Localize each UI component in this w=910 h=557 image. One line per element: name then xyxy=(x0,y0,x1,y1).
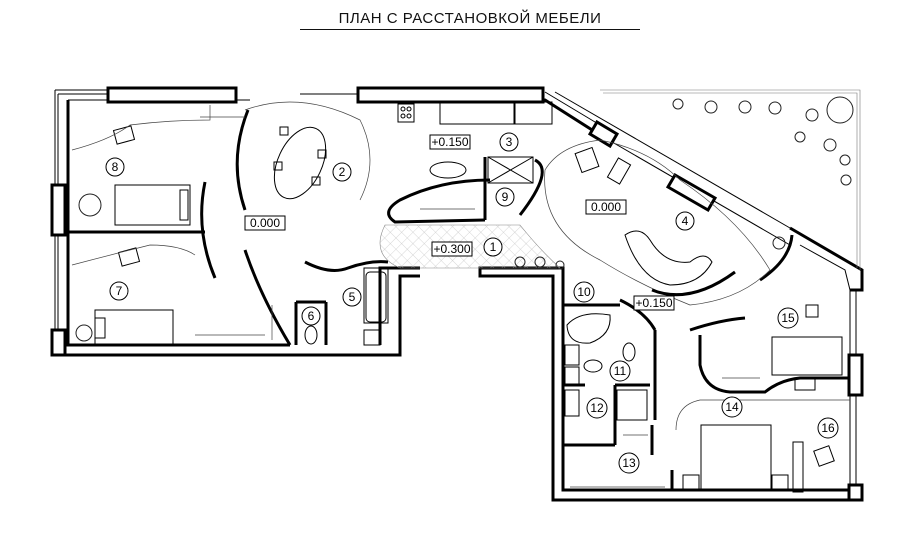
svg-text:7: 7 xyxy=(116,284,123,298)
svg-text:2: 2 xyxy=(339,165,346,179)
level-marker-bath: +0.150 xyxy=(633,295,675,311)
level-marker-living: 0.000 xyxy=(585,199,627,215)
room-label-13: 13 xyxy=(618,452,640,474)
svg-text:15: 15 xyxy=(781,311,795,325)
room-label-12: 12 xyxy=(586,397,608,419)
svg-text:11: 11 xyxy=(614,364,627,378)
level-markers: +0.150 0.000 +0.300 0.000 +0.150 xyxy=(244,134,675,311)
room-label-16: 16 xyxy=(817,417,839,439)
room-label-1: 1 xyxy=(483,237,503,257)
svg-text:9: 9 xyxy=(502,190,509,204)
windows xyxy=(50,86,864,502)
room-label-9: 9 xyxy=(495,187,515,207)
room-label-11: 11 xyxy=(609,360,631,382)
svg-text:5: 5 xyxy=(349,290,356,304)
svg-text:+0.150: +0.150 xyxy=(635,296,672,310)
plan-title: ПЛАН С РАССТАНОВКОЙ МЕБЕЛИ xyxy=(300,10,640,30)
svg-text:6: 6 xyxy=(308,309,315,323)
room-label-7: 7 xyxy=(109,281,129,301)
svg-text:4: 4 xyxy=(682,214,689,228)
room-label-2: 2 xyxy=(332,162,352,182)
svg-text:0.000: 0.000 xyxy=(250,216,280,230)
furniture xyxy=(71,101,850,491)
svg-text:12: 12 xyxy=(590,401,604,415)
svg-text:10: 10 xyxy=(577,285,591,299)
level-marker-entrance: +0.300 xyxy=(431,241,473,257)
svg-text:+0.300: +0.300 xyxy=(433,242,470,256)
svg-text:16: 16 xyxy=(821,421,835,435)
room-label-15: 15 xyxy=(777,307,799,329)
room-label-14: 14 xyxy=(721,396,743,418)
svg-text:+0.150: +0.150 xyxy=(431,135,468,149)
room-label-8: 8 xyxy=(105,157,125,177)
level-marker-kitchen: +0.150 xyxy=(429,134,471,150)
room-label-3: 3 xyxy=(499,132,519,152)
svg-text:8: 8 xyxy=(112,160,119,174)
exterior-walls xyxy=(54,89,864,502)
room-label-6: 6 xyxy=(301,306,321,326)
level-marker-hall: 0.000 xyxy=(244,215,286,231)
plants xyxy=(75,96,854,342)
svg-text:14: 14 xyxy=(725,400,739,414)
svg-text:0.000: 0.000 xyxy=(591,200,621,214)
svg-text:3: 3 xyxy=(506,135,513,149)
interior-walls xyxy=(68,109,850,493)
svg-text:13: 13 xyxy=(622,456,636,470)
room-label-4: 4 xyxy=(675,211,695,231)
svg-text:1: 1 xyxy=(490,240,497,254)
room-label-5: 5 xyxy=(342,287,362,307)
room-numbers: 1 2 3 4 5 6 7 8 9 10 11 12 13 14 15 16 xyxy=(105,132,839,474)
room-label-10: 10 xyxy=(573,281,595,303)
